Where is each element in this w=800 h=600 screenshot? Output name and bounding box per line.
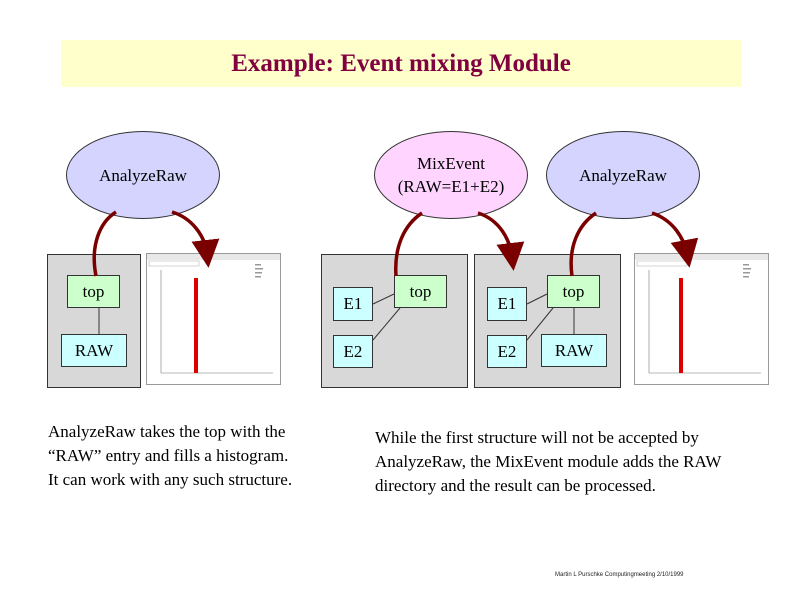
mixevent-ellipse: MixEvent (RAW=E1+E2)	[374, 131, 528, 219]
right-input-arrow	[569, 211, 598, 277]
mix-output-top-e2-line	[526, 307, 554, 341]
left-input-arrow	[92, 210, 118, 277]
left-raw-node: RAW	[61, 334, 127, 367]
mix-input-top-node: top	[394, 275, 447, 308]
analyzeraw-left-label: AnalyzeRaw	[99, 165, 187, 185]
histogram-left-bar	[194, 278, 198, 373]
mix-output-arrow	[477, 211, 525, 271]
mix-input-e2-node: E2	[333, 335, 373, 368]
mix-output-top-e1-line	[526, 293, 548, 305]
mix-input-arrow	[394, 211, 424, 277]
analyzeraw-right-label: AnalyzeRaw	[579, 165, 667, 185]
mix-input-top-e2-line	[372, 307, 401, 341]
mix-output-e1-node: E1	[487, 287, 527, 321]
mix-output-raw-node: RAW	[541, 334, 607, 367]
histogram-thumbnail-right	[634, 253, 769, 385]
histogram-right-plot	[635, 254, 768, 374]
histogram-right-bar	[679, 278, 683, 373]
mix-input-e1-node: E1	[333, 287, 373, 321]
mix-output-e2-node: E2	[487, 335, 527, 368]
right-output-arrow	[651, 211, 699, 268]
left-caption: AnalyzeRaw takes the top with the “RAW” …	[48, 422, 293, 489]
left-top-node: top	[67, 275, 120, 308]
mixevent-formula: (RAW=E1+E2)	[397, 177, 505, 196]
analyzeraw-ellipse-left: AnalyzeRaw	[66, 131, 220, 219]
right-caption: While the first structure will not be ac…	[375, 428, 722, 495]
mix-input-top-e1-line	[372, 293, 395, 305]
analyzeraw-ellipse-right: AnalyzeRaw	[546, 131, 700, 219]
slide-title: Example: Event mixing Module	[231, 49, 571, 77]
left-output-arrow	[171, 210, 220, 268]
title-bar: Example: Event mixing Module	[61, 40, 741, 87]
slide-footer: Martin L Purschke Computingmeeting 2/10/…	[555, 572, 684, 578]
histogram-thumbnail-left	[146, 253, 281, 385]
mixevent-label: MixEvent	[417, 154, 485, 173]
